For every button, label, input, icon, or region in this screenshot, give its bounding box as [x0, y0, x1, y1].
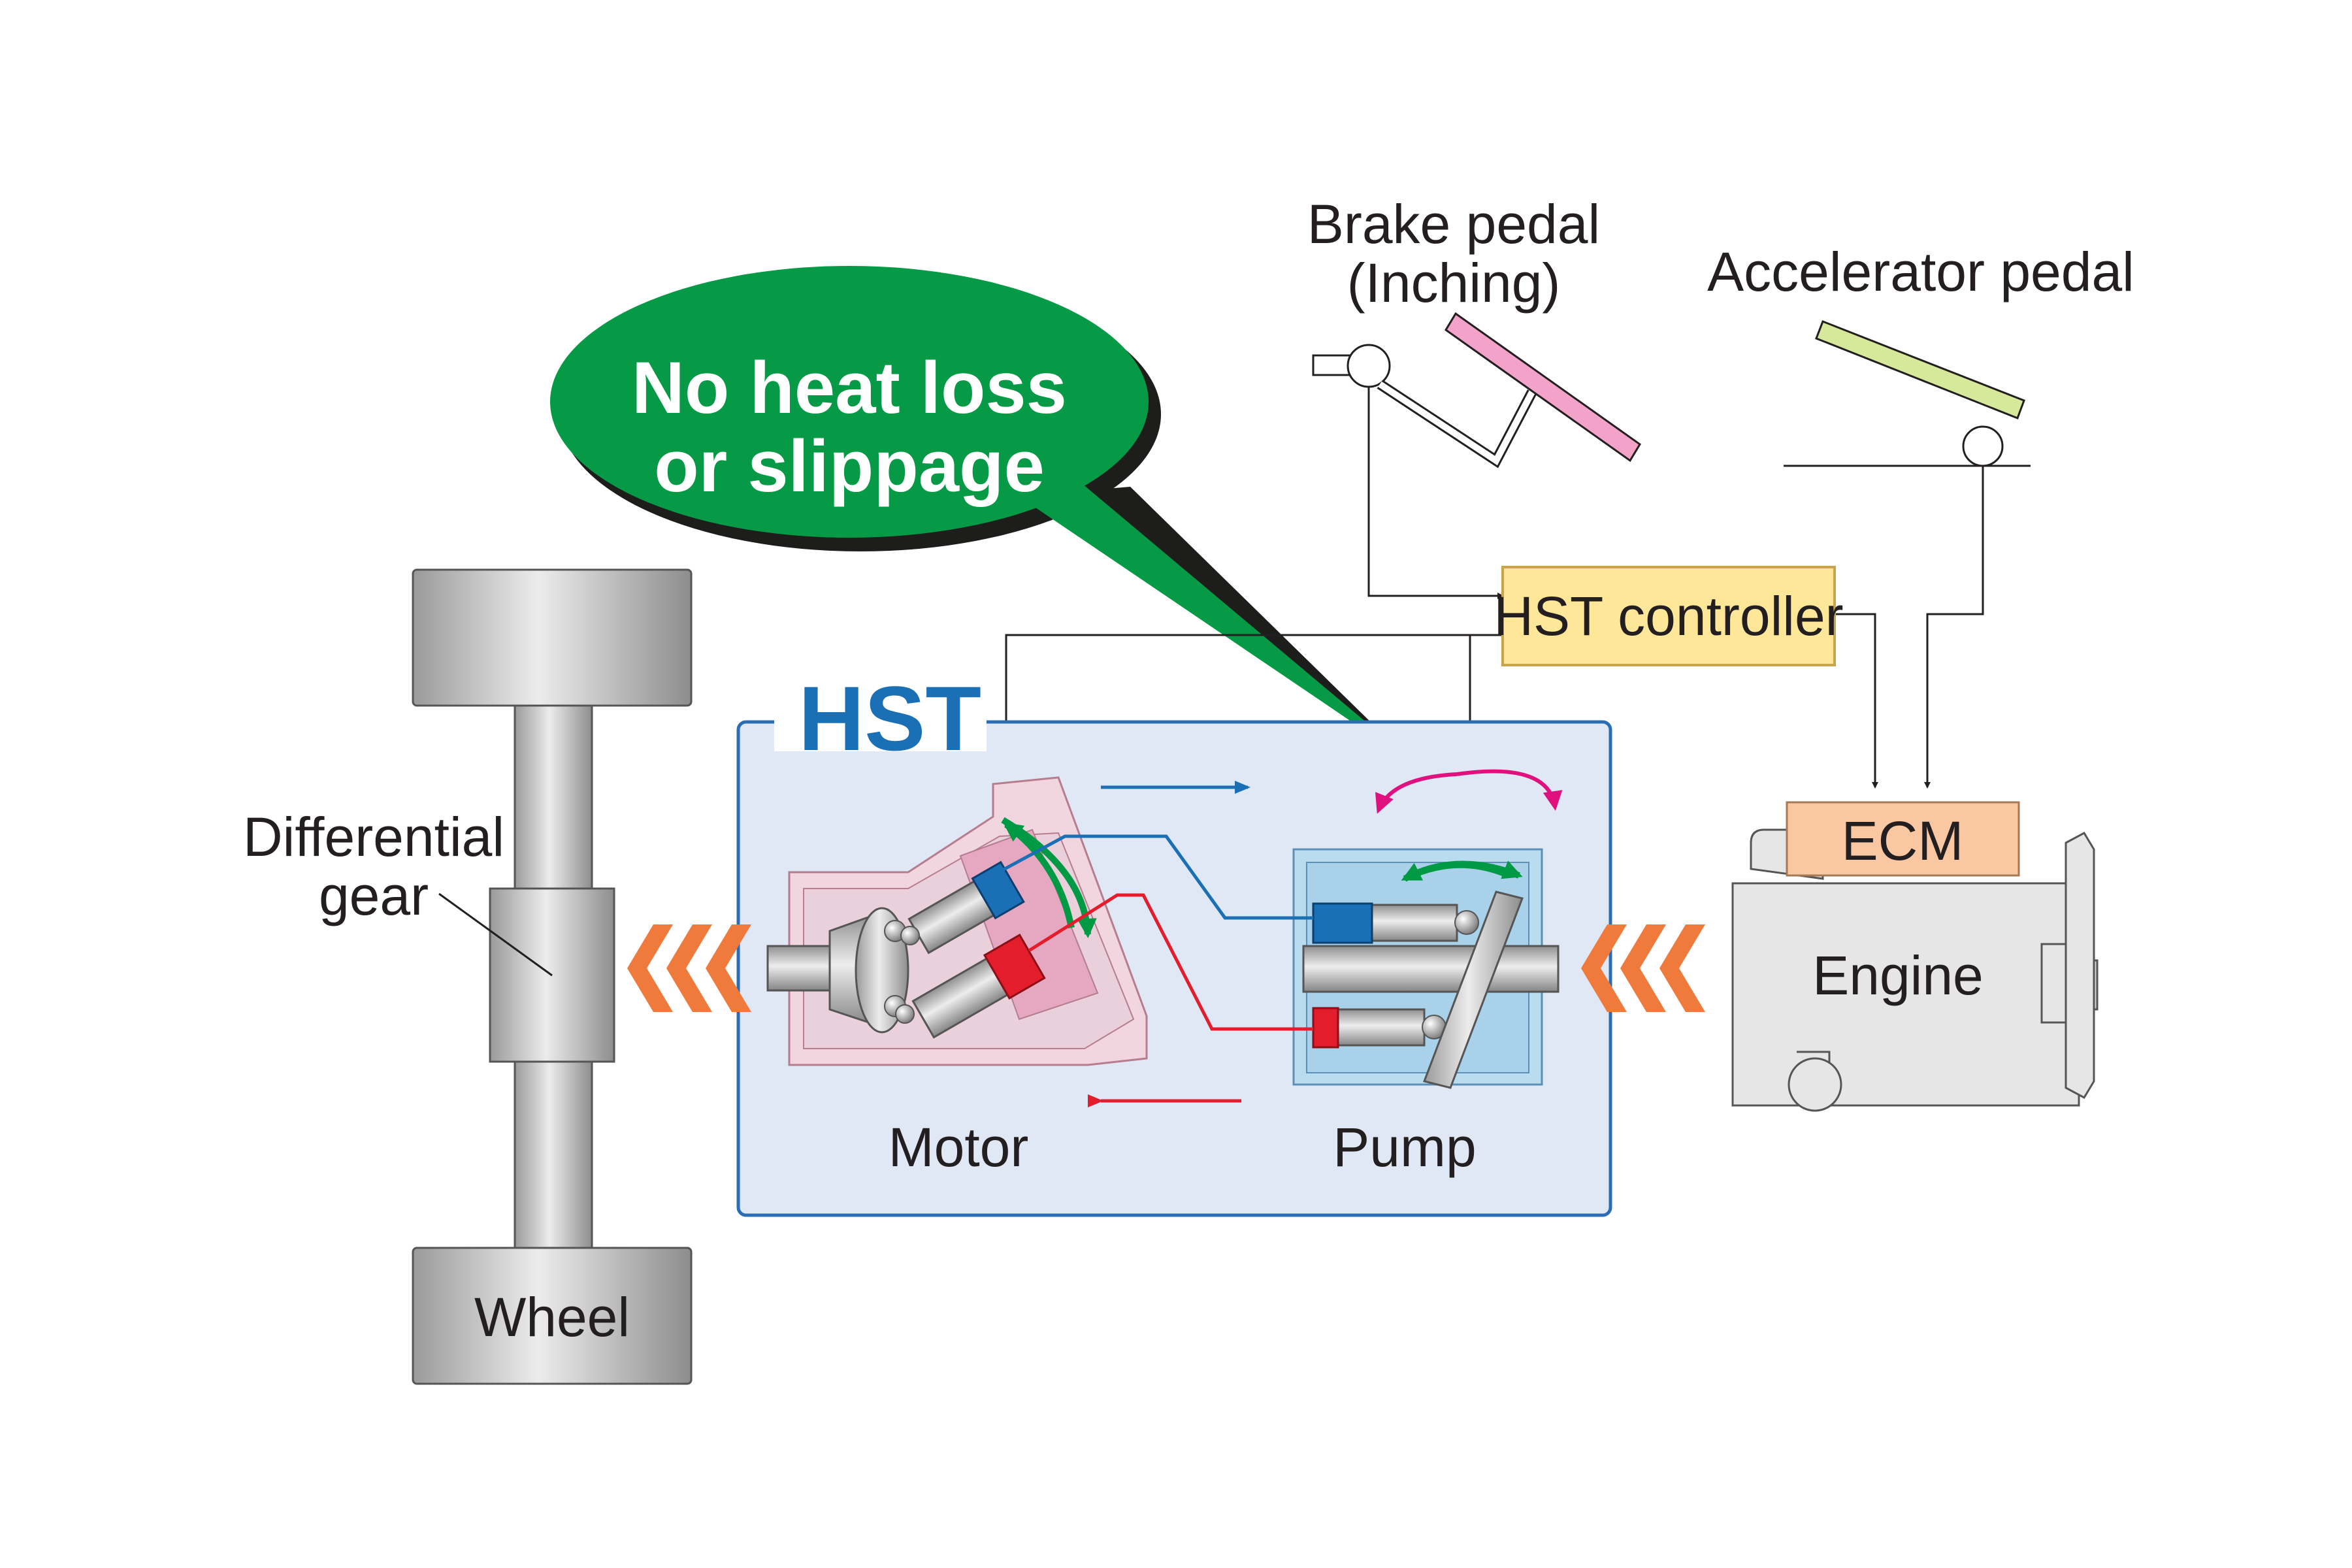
hst-controller: HST controller — [1494, 566, 1844, 666]
engine-label: Engine — [1812, 945, 1984, 1006]
differential-label-line2: gear — [319, 865, 429, 926]
brake-pedal-label-line2: (Inching) — [1347, 252, 1561, 314]
hst-controller-label: HST controller — [1494, 585, 1843, 647]
power-flow-chevrons-right — [1581, 924, 1705, 1012]
ecm: ECM — [1786, 801, 2020, 877]
accelerator-pedal-label: Accelerator pedal — [1707, 241, 2134, 302]
hydraulic-lines — [985, 781, 1313, 1107]
differential-label-line1: Differential — [243, 806, 504, 868]
hydraulic-pump: Pump — [1292, 848, 1560, 1178]
brake-pedal-label-line1: Brake pedal — [1307, 193, 1600, 255]
callout-text-line2: or slippage — [654, 425, 1044, 507]
ecm-label: ECM — [1842, 810, 1964, 872]
displacement-arrow — [1375, 769, 1563, 814]
wheel-assembly: Differential gear Wheel — [243, 568, 693, 1385]
callout-bubble: No heat loss or slippage — [550, 266, 1437, 787]
accelerator-pedal: Accelerator pedal — [1707, 241, 2134, 467]
power-flow-chevrons-left — [627, 924, 751, 1012]
brake-pedal: Brake pedal (Inching) — [1307, 193, 1642, 468]
wheel-label: Wheel — [474, 1286, 630, 1348]
pump-label: Pump — [1333, 1117, 1476, 1178]
motor-label: Motor — [889, 1117, 1029, 1178]
callout-text-line1: No heat loss — [632, 347, 1067, 429]
hst-title: HST — [798, 667, 981, 770]
hydraulic-motor: Motor — [766, 776, 1148, 1178]
